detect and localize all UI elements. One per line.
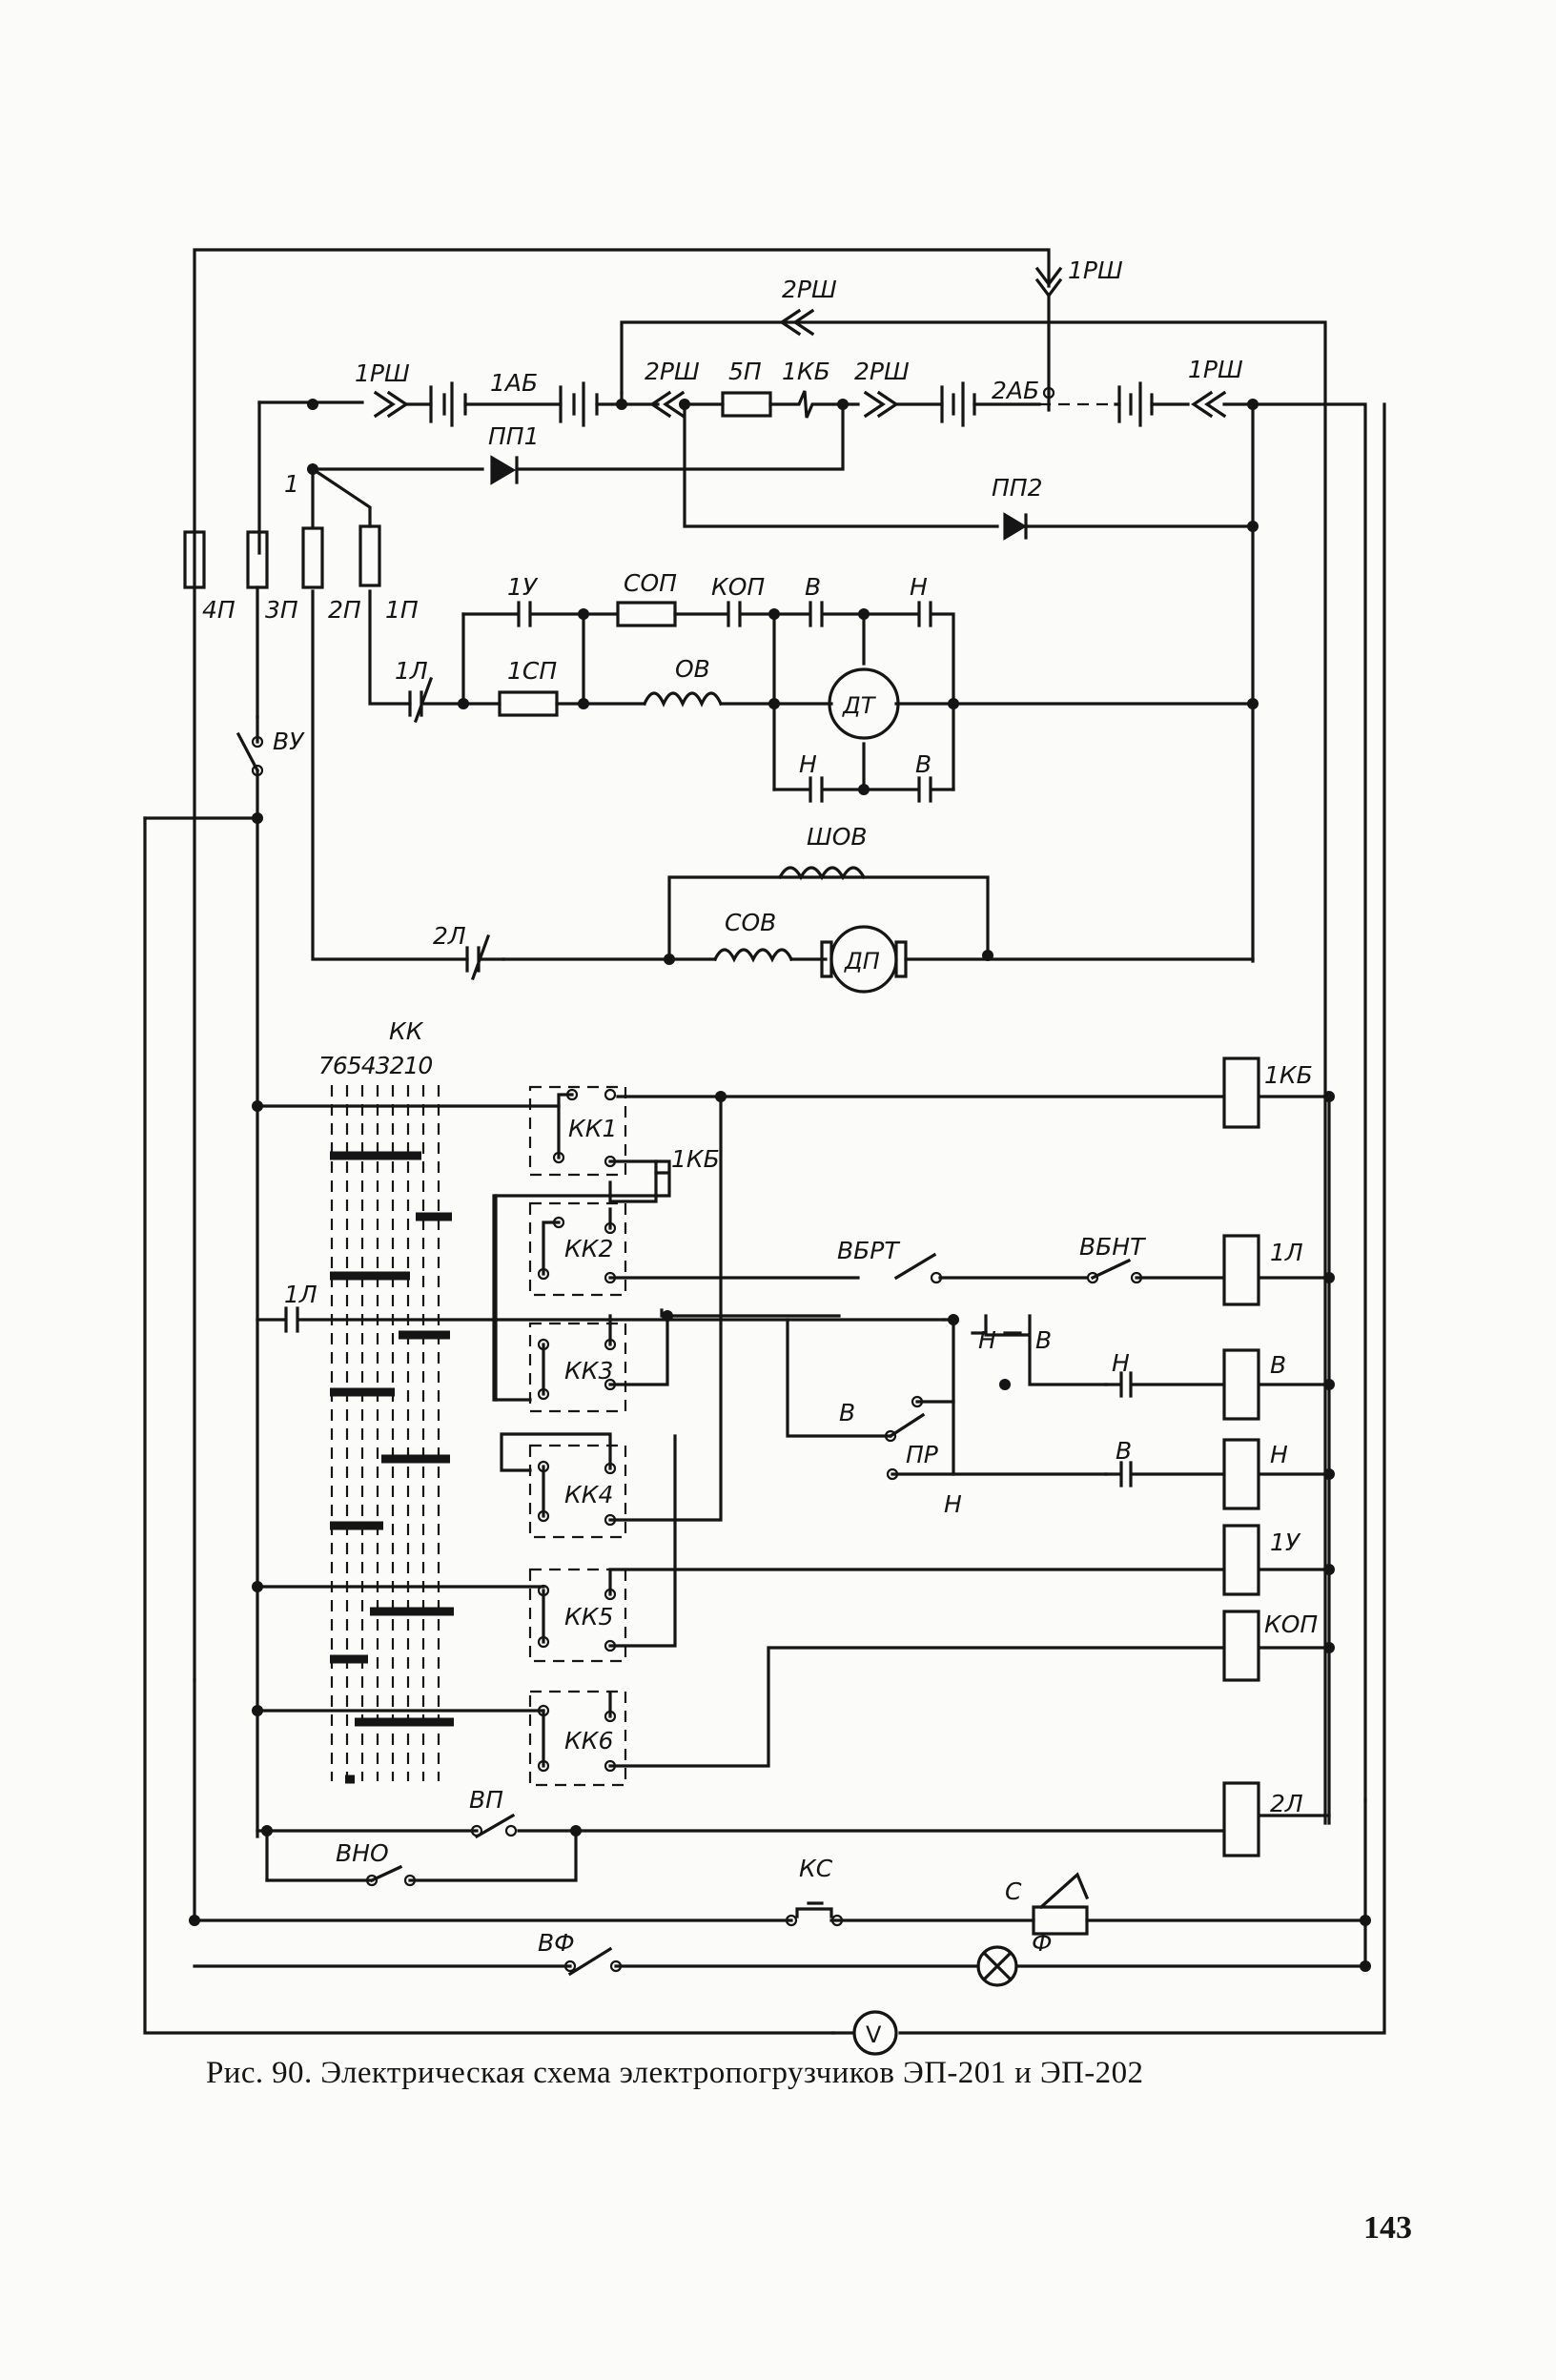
label-vno: ВНО <box>336 1839 389 1867</box>
label-vbnt: ВБНТ <box>1079 1233 1146 1261</box>
label-v-interlock: В <box>1116 1437 1132 1465</box>
label-ov: ОВ <box>675 655 710 683</box>
page-number: 143 <box>1363 2210 1412 2246</box>
contact-terminals <box>251 386 1143 1973</box>
label-f: Ф <box>1032 1929 1053 1957</box>
label-kk-positions: 76543210 <box>318 1052 432 1079</box>
label-5p: 5П <box>728 358 762 385</box>
label-vu-switch: ВУ <box>273 728 305 755</box>
label-2rsh-b: 2РШ <box>854 358 910 385</box>
component-labels: 1РШ 2РШ 1РШ 1АБ 2РШ 5П 1КБ 2РШ 2АБ 1РШ П… <box>202 256 1318 2048</box>
label-coil-1u: 1У <box>1270 1529 1301 1556</box>
label-dp-motor: ДП <box>844 948 880 975</box>
label-1ab: 1АБ <box>490 369 538 397</box>
label-v-bottom: В <box>915 750 932 778</box>
label-1rsh-top: 1РШ <box>1068 256 1123 284</box>
label-n-top: Н <box>910 573 928 601</box>
label-v-top: В <box>805 573 821 601</box>
label-pp1: ПП1 <box>488 422 540 450</box>
label-node-1: 1 <box>284 470 299 498</box>
label-coil-1l: 1Л <box>1270 1239 1303 1266</box>
label-1kb-top: 1КБ <box>782 358 830 385</box>
label-kk5: КК5 <box>564 1603 613 1631</box>
label-dt-motor: ДТ <box>842 692 877 719</box>
label-1rsh-right: 1РШ <box>1188 356 1243 383</box>
figure-caption: Рис. 90. Электрическая схема электропогр… <box>206 2056 1144 2090</box>
label-v-switch: В <box>839 1399 855 1426</box>
label-kop-contact: КОП <box>711 573 765 601</box>
label-1l-power: 1Л <box>395 657 428 685</box>
label-2rsh-top: 2РШ <box>782 276 837 303</box>
label-voltmeter: V <box>866 2021 882 2048</box>
label-fuse-2p: 2П <box>328 596 361 624</box>
label-n-bottom: Н <box>799 750 817 778</box>
label-2ab: 2АБ <box>992 377 1039 404</box>
label-kk1: КК1 <box>568 1115 617 1142</box>
label-n-switch: Н <box>944 1490 962 1518</box>
label-kk6: КК6 <box>564 1727 613 1754</box>
label-coil-2l: 2Л <box>1270 1790 1303 1817</box>
label-vp: ВП <box>469 1786 503 1814</box>
control-circuit <box>143 402 1386 2056</box>
junction-dots <box>189 399 1371 1972</box>
label-h-interlock: Н <box>1112 1349 1130 1377</box>
label-2l-power: 2Л <box>433 922 466 950</box>
label-pr: ПР <box>906 1441 939 1468</box>
label-1rsh-left: 1РШ <box>355 359 410 387</box>
label-fuse-4p: 4П <box>202 596 235 624</box>
label-1kb-contact: 1КБ <box>671 1145 720 1173</box>
label-1u: 1У <box>507 573 539 601</box>
label-h-reverse: Н <box>978 1326 996 1354</box>
label-vbrt: ВБРТ <box>837 1237 900 1264</box>
label-kk2: КК2 <box>564 1235 613 1262</box>
label-coil-n: Н <box>1270 1441 1288 1468</box>
label-kk-controller: КК <box>389 1017 424 1045</box>
label-c: С <box>1005 1877 1022 1905</box>
label-coil-v: В <box>1270 1351 1286 1379</box>
label-sov: СОВ <box>725 909 776 936</box>
label-coil-1kb: 1КБ <box>1264 1061 1313 1089</box>
label-1l-control: 1Л <box>284 1281 317 1308</box>
label-fuse-1p: 1П <box>385 596 419 624</box>
power-circuit <box>143 248 1367 1825</box>
label-fuse-3p: 3П <box>265 596 298 624</box>
label-coil-kop: КОП <box>1264 1611 1318 1638</box>
label-sop: СОП <box>624 569 677 597</box>
label-pp2: ПП2 <box>992 474 1043 502</box>
label-kk3: КК3 <box>564 1357 613 1385</box>
label-v-reverse: В <box>1035 1326 1052 1354</box>
label-shov: ШОВ <box>807 823 868 851</box>
label-kk4: КК4 <box>564 1481 613 1508</box>
label-1sp: 1СП <box>507 657 557 685</box>
label-ks: КС <box>799 1855 833 1882</box>
label-vf: ВФ <box>538 1929 575 1957</box>
label-2rsh-a: 2РШ <box>645 358 700 385</box>
